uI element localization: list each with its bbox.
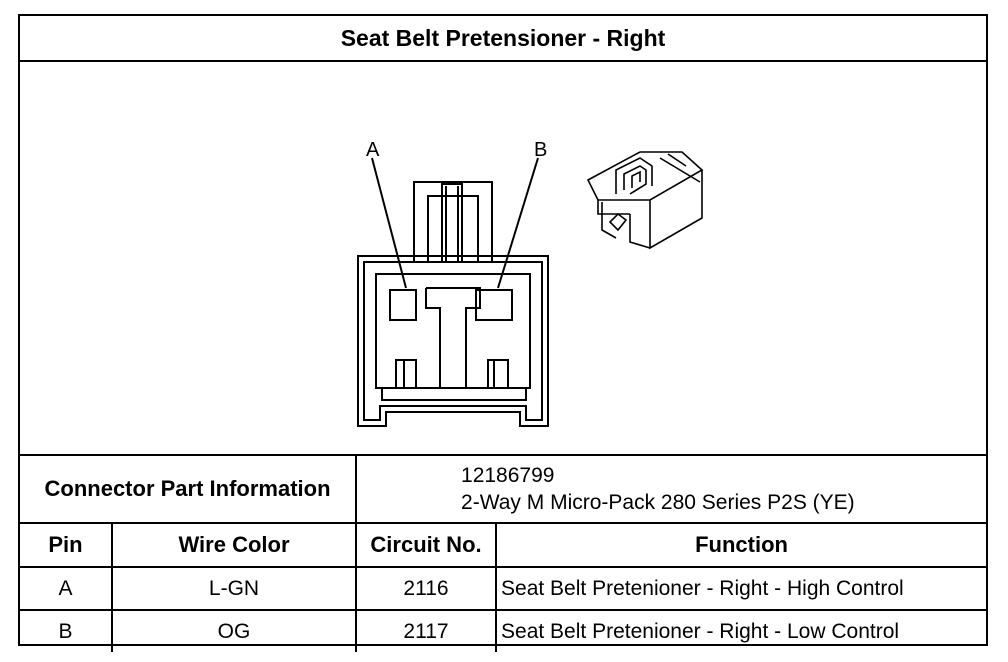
header-wire-color: Wire Color bbox=[110, 522, 358, 568]
connector-table: Connector Part Information 12186799 2-Wa… bbox=[20, 454, 987, 652]
connector-face-drawing: A B bbox=[357, 139, 704, 427]
connector-cavity bbox=[375, 273, 531, 389]
table-row: A L-GN 2116 Seat Belt Pretenioner - Righ… bbox=[20, 566, 987, 611]
header-circuit: Circuit No. bbox=[355, 522, 498, 568]
header-function: Function bbox=[495, 522, 987, 568]
connector-sheet: Seat Belt Pretensioner - Right bbox=[18, 14, 988, 652]
circuit-cell: 2117 bbox=[355, 609, 498, 652]
table-row: B OG 2117 Seat Belt Pretenioner - Right … bbox=[20, 609, 987, 652]
connector-body bbox=[357, 255, 549, 427]
pin-b-leader bbox=[497, 157, 539, 289]
connector-diagram: A B bbox=[20, 62, 986, 454]
page-title: Seat Belt Pretensioner - Right bbox=[20, 16, 986, 62]
pin-cell: B bbox=[20, 609, 113, 652]
connector-iso-view bbox=[586, 151, 704, 250]
pin-a-leader bbox=[371, 157, 407, 289]
function-cell: Seat Belt Pretenioner - Right - Low Cont… bbox=[495, 609, 987, 652]
pin-cell: A bbox=[20, 566, 113, 611]
function-cell: Seat Belt Pretenioner - Right - High Con… bbox=[495, 566, 987, 611]
pin-a-label: A bbox=[366, 139, 380, 161]
connector-part-info-value: 12186799 2-Way M Micro-Pack 280 Series P… bbox=[355, 454, 987, 524]
latch-inner bbox=[427, 195, 479, 263]
wire-color-cell: L-GN bbox=[110, 566, 358, 611]
part-description: 2-Way M Micro-Pack 280 Series P2S (YE) bbox=[461, 491, 855, 514]
terminal-b bbox=[475, 289, 513, 321]
connector-part-info-label: Connector Part Information bbox=[20, 454, 358, 524]
latch-housing bbox=[413, 181, 493, 263]
circuit-cell: 2116 bbox=[355, 566, 498, 611]
pin-b-label: B bbox=[534, 139, 547, 161]
terminal-a bbox=[389, 289, 417, 321]
header-pin: Pin bbox=[20, 522, 113, 568]
wire-color-cell: OG bbox=[110, 609, 358, 652]
part-number: 12186799 bbox=[461, 464, 555, 487]
